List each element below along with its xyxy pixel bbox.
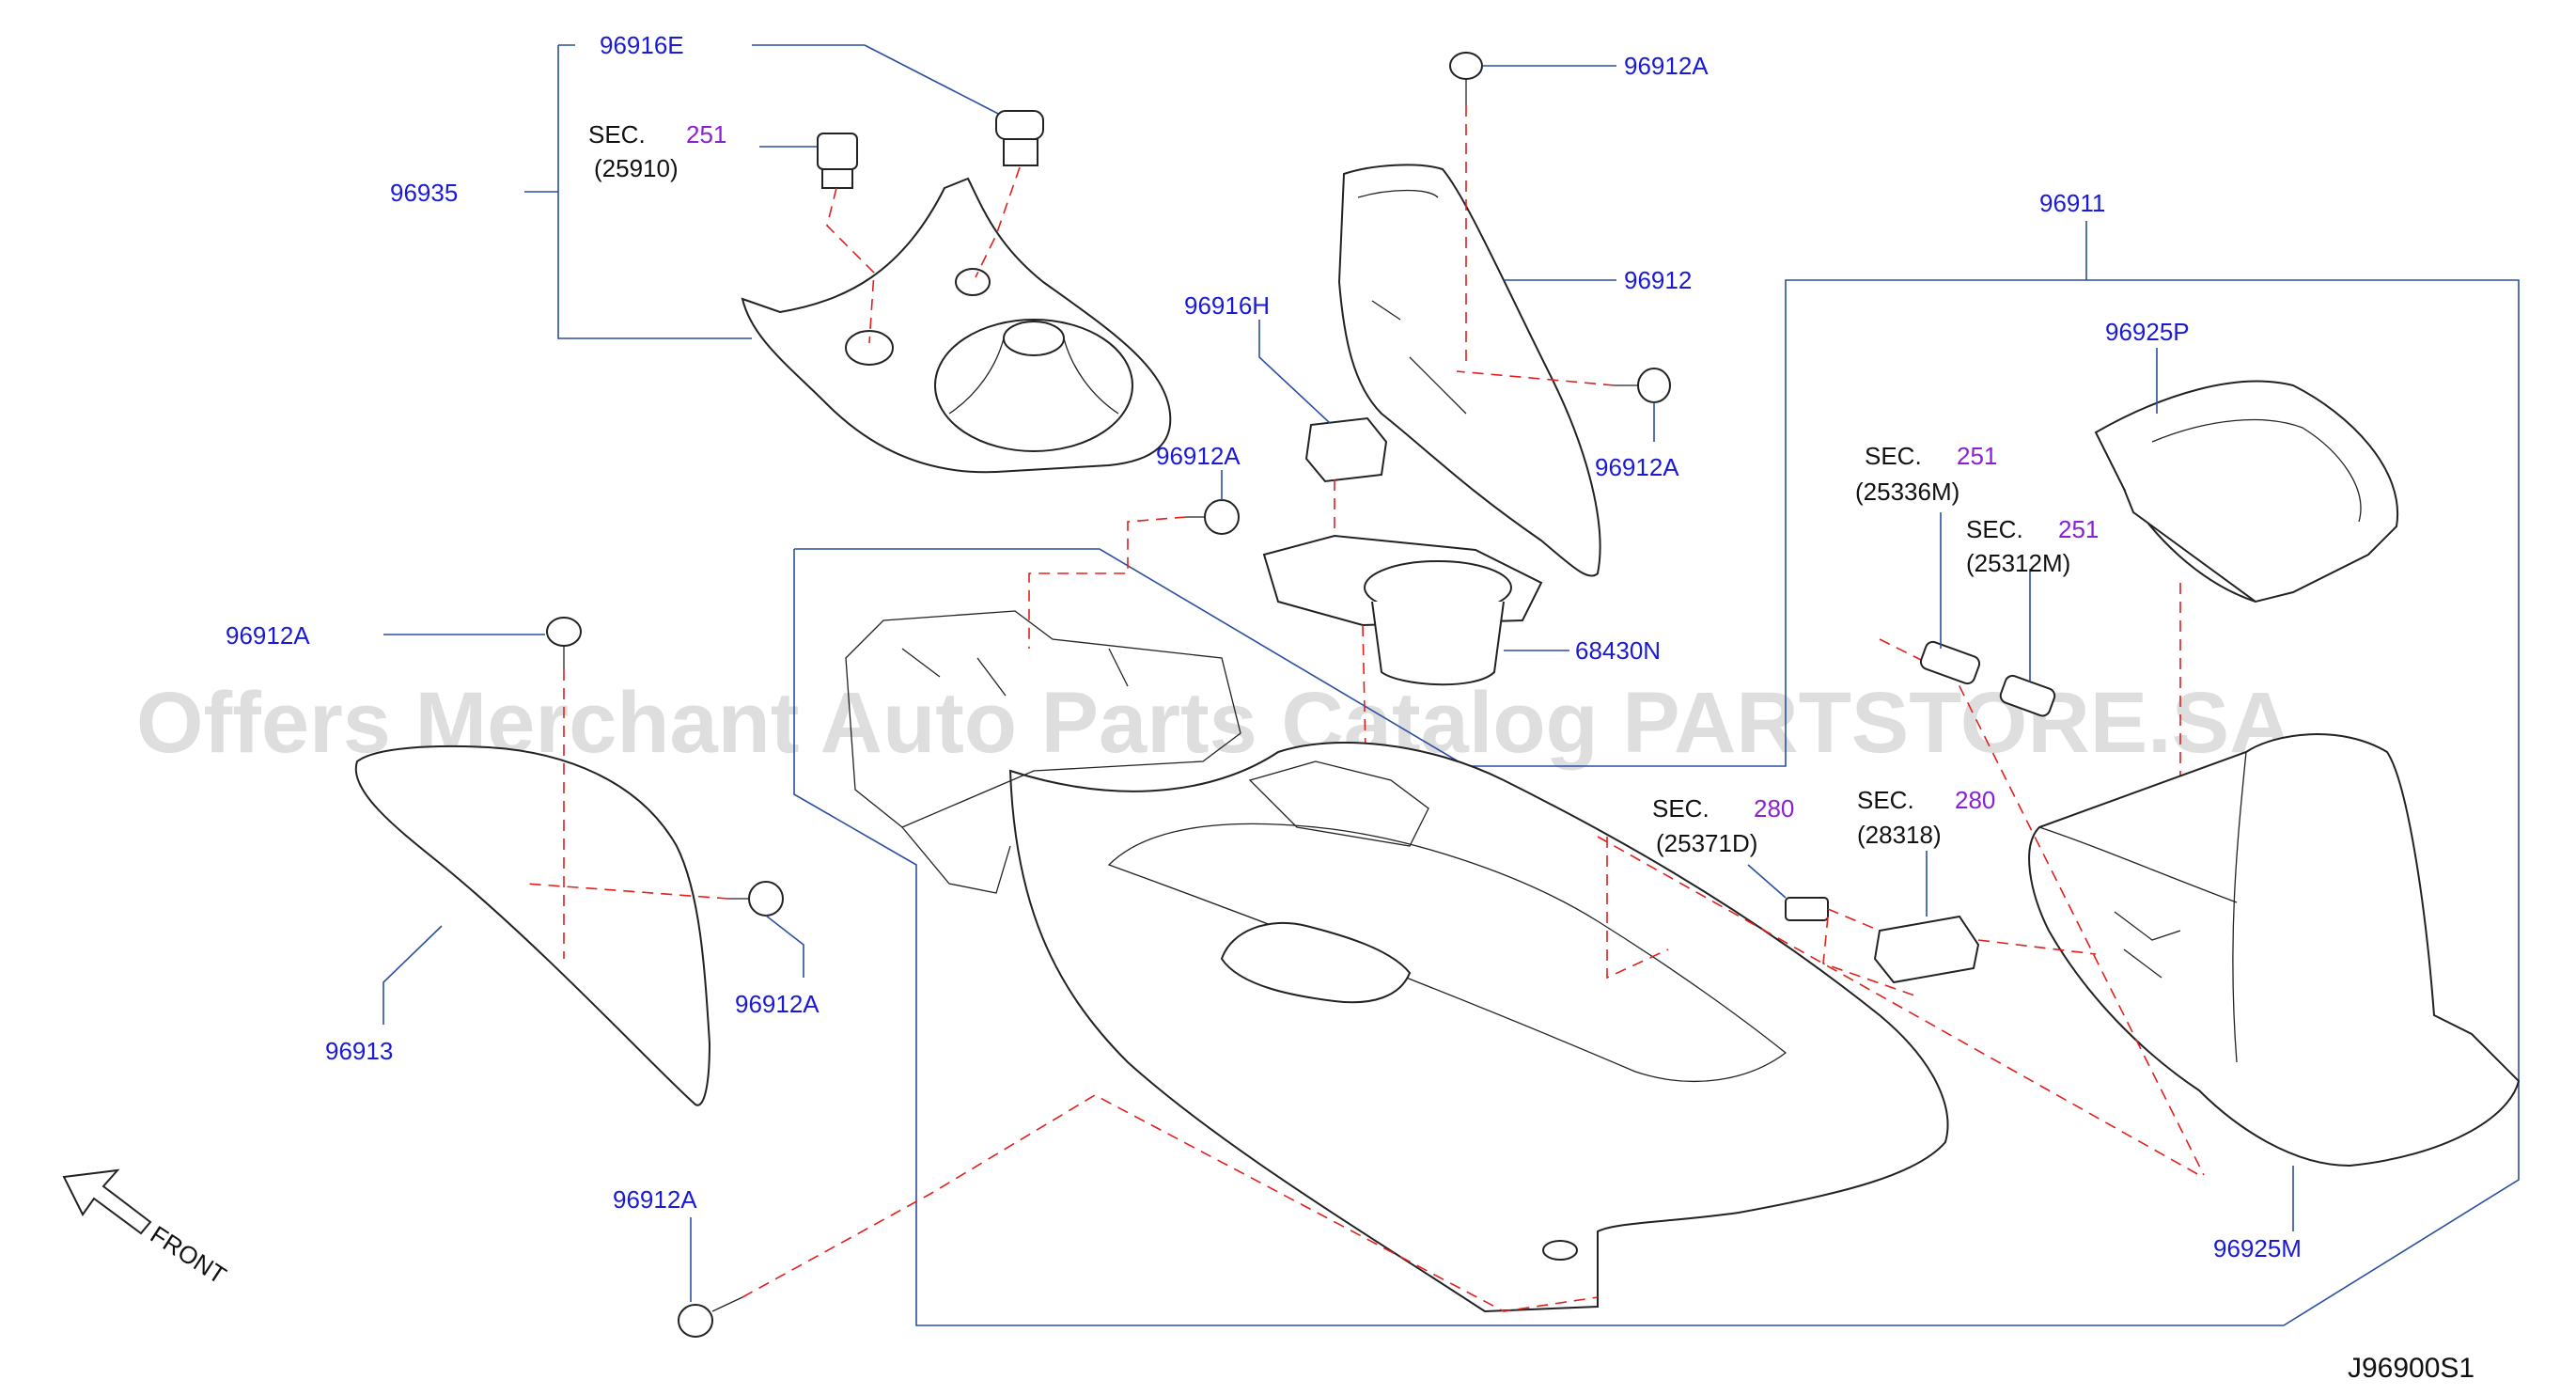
connector-25371D [1785, 897, 1829, 921]
label-96912A-mid: 96912A [1156, 442, 1241, 470]
center-console-body [845, 610, 1949, 1313]
clip-25910 [817, 133, 858, 189]
sec-label-2: SEC. [1865, 442, 1922, 470]
screw-96912A-leftlow [728, 881, 784, 917]
lighter-25336M [1919, 640, 1981, 685]
dash-console-side [1597, 836, 2200, 1176]
ref-28318: (28318) [1857, 821, 1942, 849]
dash-96912A-right [1456, 370, 1616, 386]
assembly-bracket-96911 [793, 279, 2520, 1326]
front-arrow-icon [62, 1168, 152, 1235]
side-panel-96912 [1337, 164, 1601, 577]
label-96912A-right: 96912A [1595, 453, 1679, 481]
label-96912A-top: 96912A [1624, 52, 1709, 80]
ref-25910: (25910) [594, 154, 679, 182]
ref-25312M: (25312M) [1966, 549, 2070, 577]
leader-96912A-leftlow [765, 915, 804, 978]
leader-96916E-part [864, 44, 1007, 118]
label-96912A-bottom: 96912A [613, 1185, 697, 1214]
sec-number-251-b: 251 [1957, 442, 1997, 470]
ref-25336M: (25336M) [1855, 478, 1959, 506]
ref-25371D: (25371D) [1656, 829, 1757, 857]
storage-tray-96925P [2094, 380, 2399, 603]
leader-96916H [1258, 320, 1331, 424]
dash-connectors [1822, 908, 2097, 997]
label-96912A-left: 96912A [226, 621, 310, 650]
screw-96912A-top [1449, 52, 1483, 105]
sec-number-280-a: 280 [1754, 794, 1794, 823]
rear-housing-96925M [2028, 733, 2521, 1168]
leader-96913 [382, 925, 443, 1025]
dash-25910 [826, 187, 875, 344]
sec-label-1: SEC. [588, 120, 646, 149]
screw-96912A-mid [1186, 499, 1240, 535]
shift-bezel-part [741, 177, 1172, 474]
label-96916H: 96916H [1184, 291, 1270, 320]
sec-number-280-b: 280 [1955, 786, 1995, 814]
sec-number-251-c: 251 [2058, 515, 2099, 543]
diagram-code: J96900S1 [2348, 1353, 2475, 1384]
label-96925M: 96925M [2213, 1234, 2302, 1262]
label-96925P: 96925P [2105, 318, 2190, 346]
sec-number-251-a: 251 [686, 120, 726, 149]
cup-holder-68430N [1262, 534, 1543, 686]
clip-96916E [995, 110, 1044, 166]
bracket-96935 [557, 45, 752, 339]
screw-96912A-left [546, 617, 582, 669]
label-96935: 96935 [390, 179, 458, 207]
front-label: FRONT [146, 1220, 232, 1290]
dash-console-front [1606, 837, 1669, 980]
socket-25312M [1999, 674, 2056, 717]
switch-96916H [1304, 416, 1388, 483]
label-96911: 96911 [2039, 189, 2105, 217]
dash-96912A-mid [1028, 516, 1187, 649]
label-96912A-leftlow: 96912A [735, 990, 820, 1018]
label-96912: 96912 [1624, 266, 1692, 294]
leader-25371D [1747, 864, 1787, 899]
dash-96912A-leftlow [525, 883, 729, 900]
label-96916E: 96916E [600, 31, 684, 59]
label-68430N: 68430N [1575, 636, 1661, 665]
switch-28318 [1873, 915, 1980, 984]
sec-label-3: SEC. [1966, 515, 2023, 543]
sec-label-5: SEC. [1857, 786, 1914, 814]
dash-96916E [975, 166, 1021, 278]
label-96913: 96913 [325, 1037, 393, 1065]
sec-label-4: SEC. [1652, 794, 1710, 823]
screw-96912A-right [1615, 368, 1671, 403]
side-cover-96913 [354, 745, 711, 1106]
screw-96912A-bottom [678, 1296, 743, 1338]
